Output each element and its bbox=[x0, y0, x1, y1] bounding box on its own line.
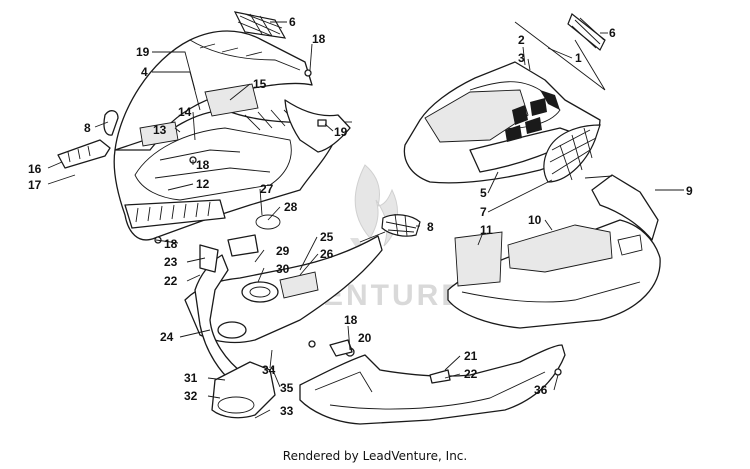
callouts: 6 18 19 4 15 14 13 8 19 16 18 17 12 18 2… bbox=[28, 15, 693, 418]
callout-25: 25 bbox=[320, 230, 334, 244]
callout-2: 2 bbox=[518, 33, 525, 47]
callout-3: 3 bbox=[518, 51, 525, 65]
callout-11: 11 bbox=[480, 223, 493, 237]
callout-4: 4 bbox=[141, 65, 148, 79]
callout-10: 10 bbox=[528, 213, 542, 227]
callout-22-left: 22 bbox=[164, 274, 178, 288]
callout-34: 34 bbox=[262, 363, 276, 377]
callout-32: 32 bbox=[184, 389, 198, 403]
callout-21: 21 bbox=[464, 349, 478, 363]
callout-9: 9 bbox=[686, 184, 693, 198]
callout-16: 16 bbox=[28, 162, 42, 176]
callout-36: 36 bbox=[534, 383, 548, 397]
callout-19-left: 19 bbox=[136, 45, 150, 59]
callout-14: 14 bbox=[178, 105, 192, 119]
callout-18-low: 18 bbox=[164, 237, 178, 251]
callout-13: 13 bbox=[153, 123, 167, 137]
skid-pan-part bbox=[299, 339, 566, 425]
callout-22-right: 22 bbox=[464, 367, 478, 381]
front-bumper-part bbox=[447, 174, 661, 329]
callout-19-right: 19 bbox=[334, 125, 348, 139]
callout-30: 30 bbox=[276, 262, 290, 276]
callout-29: 29 bbox=[276, 244, 290, 258]
callout-35: 35 bbox=[280, 381, 294, 395]
left-hood-part bbox=[57, 11, 352, 244]
callout-5: 5 bbox=[480, 186, 487, 200]
console-part bbox=[184, 214, 386, 419]
render-credit: Rendered by LeadVenture, Inc. bbox=[282, 449, 468, 463]
callout-20: 20 bbox=[358, 331, 372, 345]
callout-27: 27 bbox=[260, 182, 274, 196]
callout-12: 12 bbox=[196, 177, 210, 191]
callout-26: 26 bbox=[320, 247, 334, 261]
callout-18-bottom: 18 bbox=[344, 313, 358, 327]
callout-28: 28 bbox=[284, 200, 298, 214]
callout-6-right: 6 bbox=[609, 26, 616, 40]
callout-18-mid: 18 bbox=[196, 158, 210, 172]
callout-18-top: 18 bbox=[312, 32, 326, 46]
callout-7: 7 bbox=[480, 205, 487, 219]
callout-8-left: 8 bbox=[84, 121, 91, 135]
callout-15: 15 bbox=[253, 77, 267, 91]
leader-lines bbox=[47, 21, 684, 419]
callout-33: 33 bbox=[280, 404, 294, 418]
callout-1: 1 bbox=[575, 51, 582, 65]
callout-6-top: 6 bbox=[289, 15, 296, 29]
callout-24: 24 bbox=[160, 330, 174, 344]
right-hood-part bbox=[381, 13, 606, 237]
callout-23: 23 bbox=[164, 255, 178, 269]
callout-17: 17 bbox=[28, 178, 42, 192]
callout-8-right: 8 bbox=[427, 220, 434, 234]
callout-31: 31 bbox=[184, 371, 198, 385]
